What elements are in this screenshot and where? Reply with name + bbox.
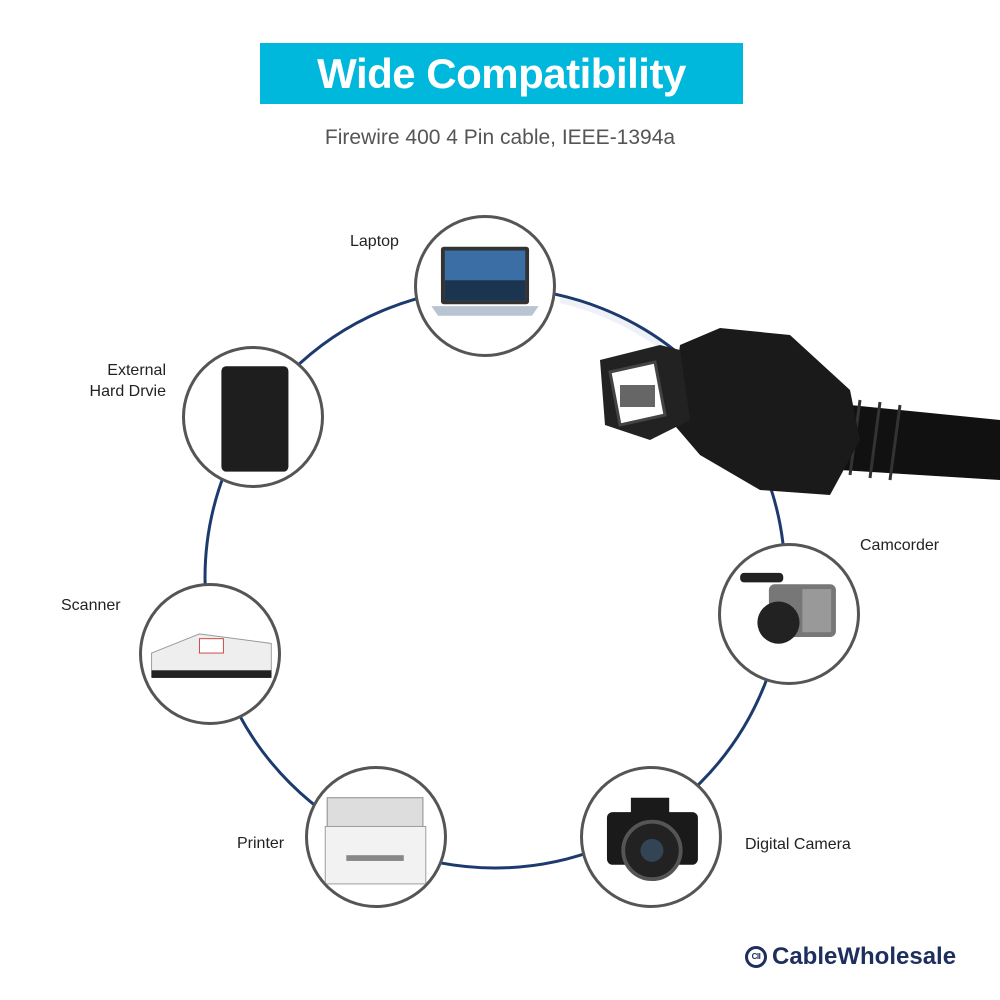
label-line-1: External xyxy=(107,362,166,379)
hard-drive-image xyxy=(182,346,324,488)
printer-image xyxy=(305,766,447,908)
subtitle: Firewire 400 4 Pin cable, IEEE-1394a xyxy=(324,126,676,149)
cablewholesale-logo: CII CableWholesale xyxy=(745,943,956,971)
label-printer: Printer xyxy=(237,835,285,852)
logo-mark-icon: CII xyxy=(745,946,767,968)
label-laptop: Laptop xyxy=(350,233,399,250)
label-line-2: Hard Drvie xyxy=(89,383,166,400)
scanner-image xyxy=(139,583,281,725)
label-digital-camera: Digital Camera xyxy=(745,836,851,853)
brand-name: CableWholesale xyxy=(772,943,957,970)
camcorder-image xyxy=(718,543,860,685)
firewire-cable-connector xyxy=(600,328,1000,495)
label-scanner: Scanner xyxy=(61,597,121,614)
label-camcorder: Camcorder xyxy=(860,537,940,554)
laptop-image xyxy=(414,215,556,357)
digital-camera-image xyxy=(580,766,722,908)
title-banner: Wide Compatibility xyxy=(260,43,743,104)
